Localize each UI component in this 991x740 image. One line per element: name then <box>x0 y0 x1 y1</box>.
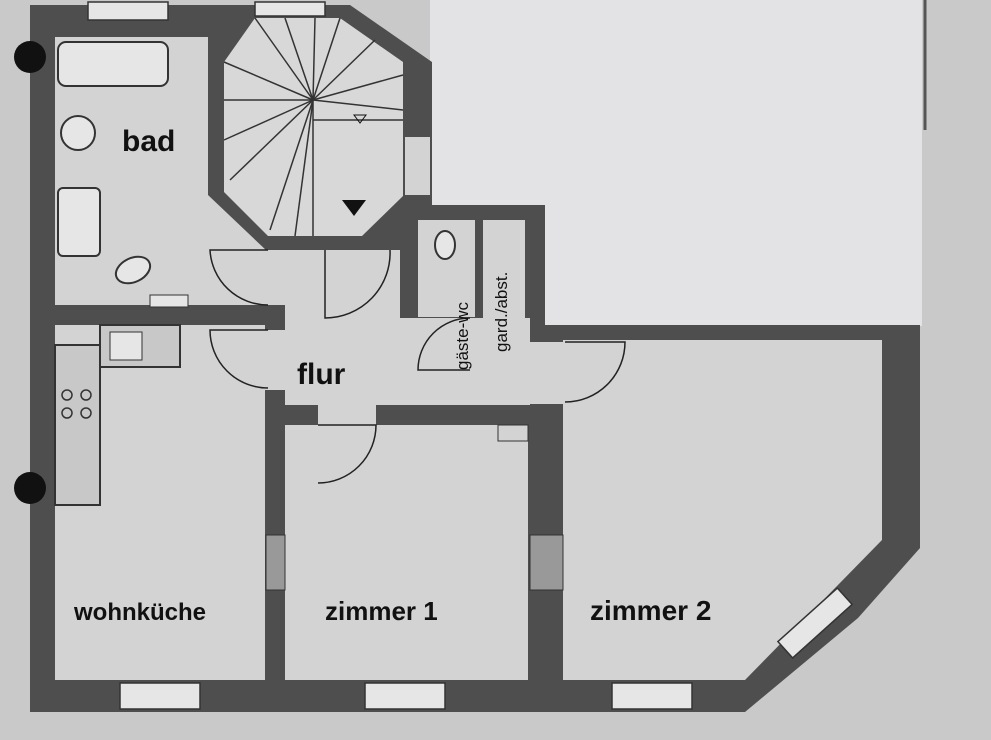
kitchen-counter <box>54 344 101 506</box>
punch-hole <box>14 472 46 504</box>
label-flur: flur <box>297 358 346 391</box>
stair-up-arrow-icon <box>353 114 367 124</box>
label-zimmer-2: zimmer 2 <box>590 595 711 626</box>
bathtub-icon <box>57 41 169 87</box>
guest-toilet-icon <box>434 230 456 260</box>
door-swings <box>209 249 626 484</box>
kitchen-sink-icon <box>109 331 143 361</box>
shower-icon <box>57 187 101 257</box>
label-wohnkueche: wohnküche <box>73 599 206 626</box>
label-zimmer-1: zimmer 1 <box>325 596 438 626</box>
sink-icon <box>60 115 96 151</box>
room-wardrobe <box>483 220 525 320</box>
room-zimmer-2 <box>563 340 882 680</box>
stove-icon <box>61 389 92 419</box>
room-zimmer-1 <box>285 425 528 680</box>
zimmer2-doorway <box>530 342 565 404</box>
kitchen-doorway <box>265 330 287 390</box>
toilet-icon <box>114 255 152 285</box>
landing-window <box>405 137 430 195</box>
label-bad: bad <box>122 125 175 158</box>
zimmer1-doorway <box>318 405 376 427</box>
bad-radiator <box>149 294 189 308</box>
windows <box>87 1 854 710</box>
stair-down-arrow-icon <box>342 200 366 216</box>
punch-hole <box>14 41 46 73</box>
label-wardrobe: gard./abst. <box>492 272 511 352</box>
hatched-wall <box>265 534 286 591</box>
hatched-wall <box>529 534 564 591</box>
room-flur <box>285 250 530 405</box>
bad-doorway <box>265 250 287 305</box>
shaft <box>497 424 529 442</box>
label-guest-wc: gäste-wc <box>453 301 472 370</box>
room-bad <box>55 37 268 305</box>
